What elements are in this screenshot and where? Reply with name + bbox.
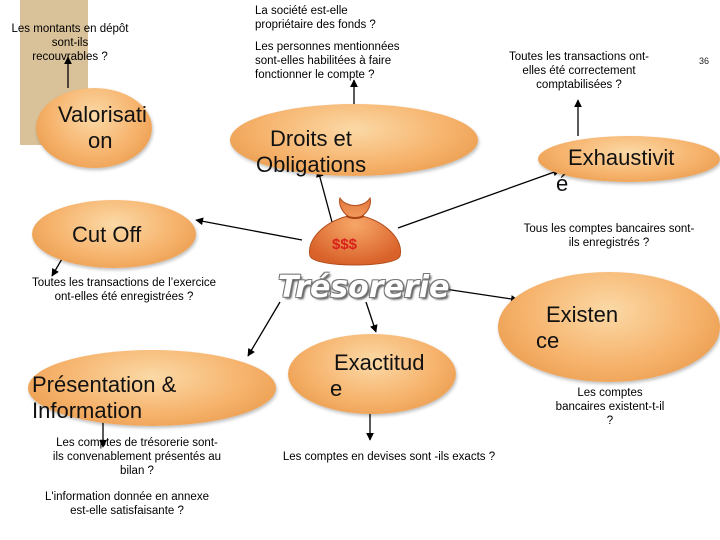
node-label-line: Exactitud <box>334 350 425 375</box>
question-line: recouvrables ? <box>32 51 108 63</box>
node-exhaustivite-label: Exhaustivit é <box>556 145 675 197</box>
question-valorisation: Les montants en dépôt sont-ils recouvrab… <box>0 22 140 64</box>
node-label-line: Présentation & <box>32 372 177 397</box>
question-line: elles été correctement <box>522 65 636 77</box>
question-line: Tous les comptes bancaires sont- <box>523 223 695 235</box>
node-valorisation <box>36 88 152 168</box>
question-line: La société est-elle <box>255 5 348 17</box>
question-line: Toutes les transactions de l’exercice <box>31 277 217 289</box>
question-line: fonctionner le compte ? <box>255 69 375 81</box>
question-line: est-elle satisfaisante ? <box>70 505 184 517</box>
question-droits-1: La société est-elle propriétaire des fon… <box>255 4 445 32</box>
node-label-line: e <box>330 376 343 401</box>
question-existence: Les comptes bancaires existent-t-il ? <box>540 386 680 428</box>
arrow-center-exhaustivite <box>397 168 561 229</box>
node-label-line: é <box>556 171 569 196</box>
node-label-line: Obligations <box>256 152 367 177</box>
question-line: Les comptes en devises sont -ils exacts … <box>282 451 496 463</box>
question-line: propriétaire des fonds ? <box>255 19 376 31</box>
node-presentation <box>28 350 276 426</box>
node-existence <box>498 272 720 382</box>
question-line: bancaires existent-t-il <box>555 401 665 413</box>
money-label: $$$ <box>332 236 358 253</box>
arrow-center-presentation <box>247 301 281 357</box>
question-presentation-2: L'information donnée en annexe est-elle … <box>14 490 240 518</box>
question-line: bilan ? <box>120 465 154 477</box>
node-label-line: Existen <box>546 302 619 327</box>
question-line: ils enregistrés ? <box>568 237 650 249</box>
node-label-line: ce <box>536 328 560 353</box>
node-droits-label: Droits et Obligations <box>256 126 366 178</box>
node-label-line: Droits et <box>270 126 352 151</box>
question-line: Les comptes <box>577 387 643 399</box>
question-line: Les personnes mentionnées <box>255 41 400 53</box>
question-presentation-1: Les comptes de trésorerie sont- ils conv… <box>24 436 250 478</box>
node-exhaustivite <box>538 136 720 182</box>
node-label-line: Information <box>32 398 143 423</box>
arrow-center-cutoff <box>195 217 303 241</box>
node-existence-label: Existen ce <box>536 302 619 354</box>
arrow-center-droits <box>316 169 333 223</box>
question-line: Les montants en dépôt sont-ils <box>11 23 129 49</box>
question-line: comptabilisées ? <box>536 79 622 91</box>
question-droits-2: Les personnes mentionnées sont-elles hab… <box>255 40 455 82</box>
node-presentation-label: Présentation & Information <box>32 372 176 424</box>
node-droits <box>230 104 478 176</box>
question-line: ont-elles été enregistrées ? <box>54 291 194 303</box>
question-line: L'information donnée en annexe <box>45 491 209 503</box>
question-line: Les comptes de trésorerie sont- <box>56 437 218 449</box>
node-exactitude-label: Exactitud e <box>330 350 425 402</box>
node-label-line: on <box>88 128 113 153</box>
node-valorisation-label: Valorisati on <box>58 102 147 154</box>
arrow-center-exactitude <box>365 301 378 333</box>
center-title: Trésorerie <box>278 270 450 305</box>
question-cutoff: Toutes les transactions de l’exercice on… <box>8 276 240 304</box>
question-exhaustivite-2: Tous les comptes bancaires sont- ils enr… <box>502 222 716 250</box>
question-exhaustivite-1: Toutes les transactions ont- elles été c… <box>496 50 662 92</box>
arrow-center-existence <box>437 287 519 303</box>
node-exactitude <box>288 334 456 414</box>
node-label-line: Exhaustivit <box>568 145 675 170</box>
node-label-line: Valorisati <box>58 102 147 127</box>
question-line: sont-elles habilitées à faire <box>255 55 392 67</box>
node-cutoff <box>32 200 196 268</box>
page-number: 36 <box>699 56 710 66</box>
question-line: Toutes les transactions ont- <box>509 51 649 63</box>
node-cutoff-label: Cut Off <box>72 222 142 247</box>
question-line: ils convenablement présentés au <box>52 451 222 463</box>
question-line: ? <box>606 415 614 427</box>
money-bag-icon <box>308 196 402 266</box>
question-exactitude: Les comptes en devises sont -ils exacts … <box>262 450 516 464</box>
